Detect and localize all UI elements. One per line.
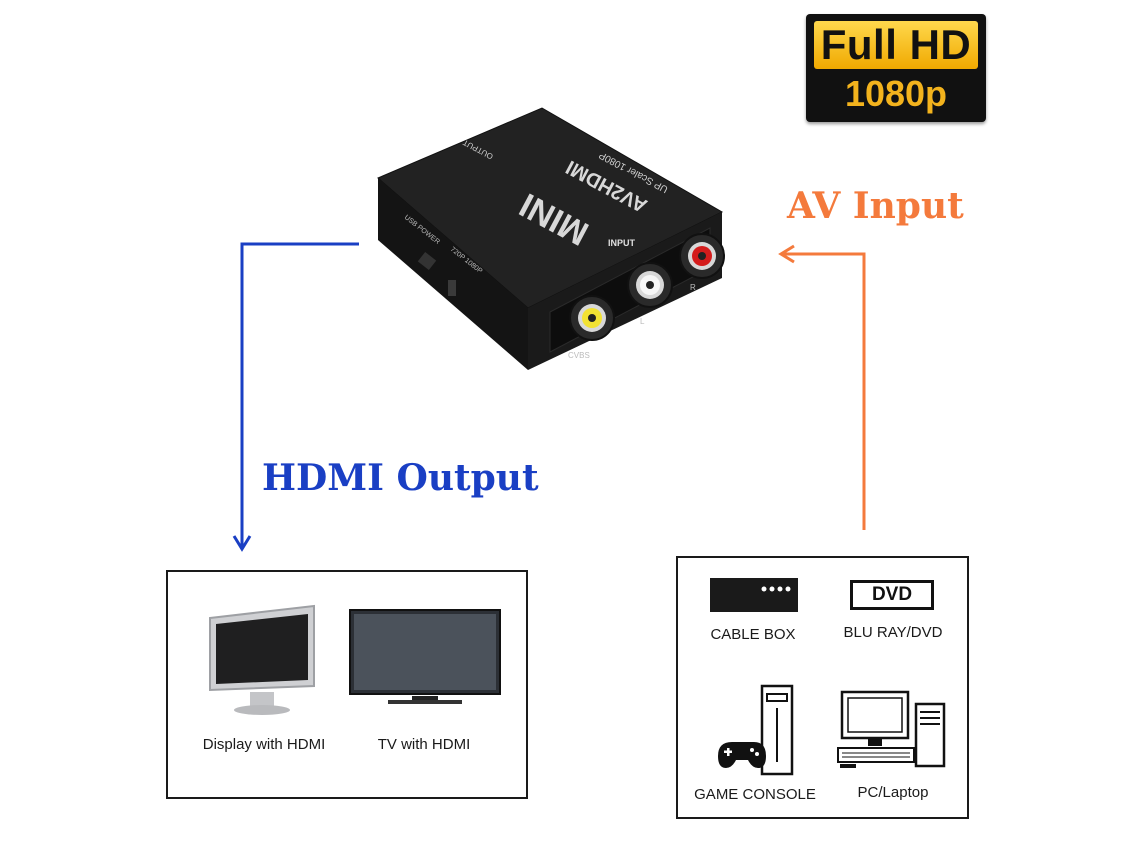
port-label-cvbs: CVBS <box>568 351 590 360</box>
rca-port-left <box>627 262 673 308</box>
input-text: INPUT <box>608 238 636 248</box>
hdmi-output-arrow <box>240 242 359 548</box>
port-label-r: R <box>690 283 696 292</box>
pc-label: PC/Laptop <box>857 784 929 801</box>
output-devices-panel: Display with HDMI TV with HDMI <box>166 570 528 799</box>
monitor-label: Display with HDMI <box>202 736 326 753</box>
cable-box-icon <box>710 578 798 612</box>
dvd-icon: DVD <box>850 580 934 610</box>
game-console-icon <box>718 684 794 776</box>
cable-box-label: CABLE BOX <box>710 626 796 643</box>
hdmi-arrow-head <box>232 535 252 552</box>
monitor-icon <box>209 604 315 715</box>
dvd-label: BLU RAY/DVD <box>843 624 943 641</box>
av-arrow-head <box>778 244 795 264</box>
full-hd-badge: Full HD 1080p <box>806 14 986 122</box>
port-label-l: L <box>640 317 645 326</box>
converter-device: MINI AV2HDMI UP Scaler 1080P OUTPUT INPU… <box>377 107 725 370</box>
game-console-label: GAME CONSOLE <box>694 786 816 803</box>
av-input-label: AV Input <box>787 185 964 227</box>
resolution-text: 1080p <box>844 73 948 114</box>
pc-icon <box>837 690 946 768</box>
input-devices-panel: CABLE BOX DVD BLU RAY/DVD GAME CONSOLE P… <box>676 556 969 819</box>
rca-port-video <box>569 295 615 341</box>
full-hd-text: Full HD <box>814 21 978 69</box>
tv-label: TV with HDMI <box>377 736 471 753</box>
hdmi-output-label: HDMI Output <box>262 457 539 499</box>
rca-port-right <box>679 233 725 279</box>
av-input-arrow <box>782 252 866 530</box>
tv-icon <box>349 609 501 704</box>
